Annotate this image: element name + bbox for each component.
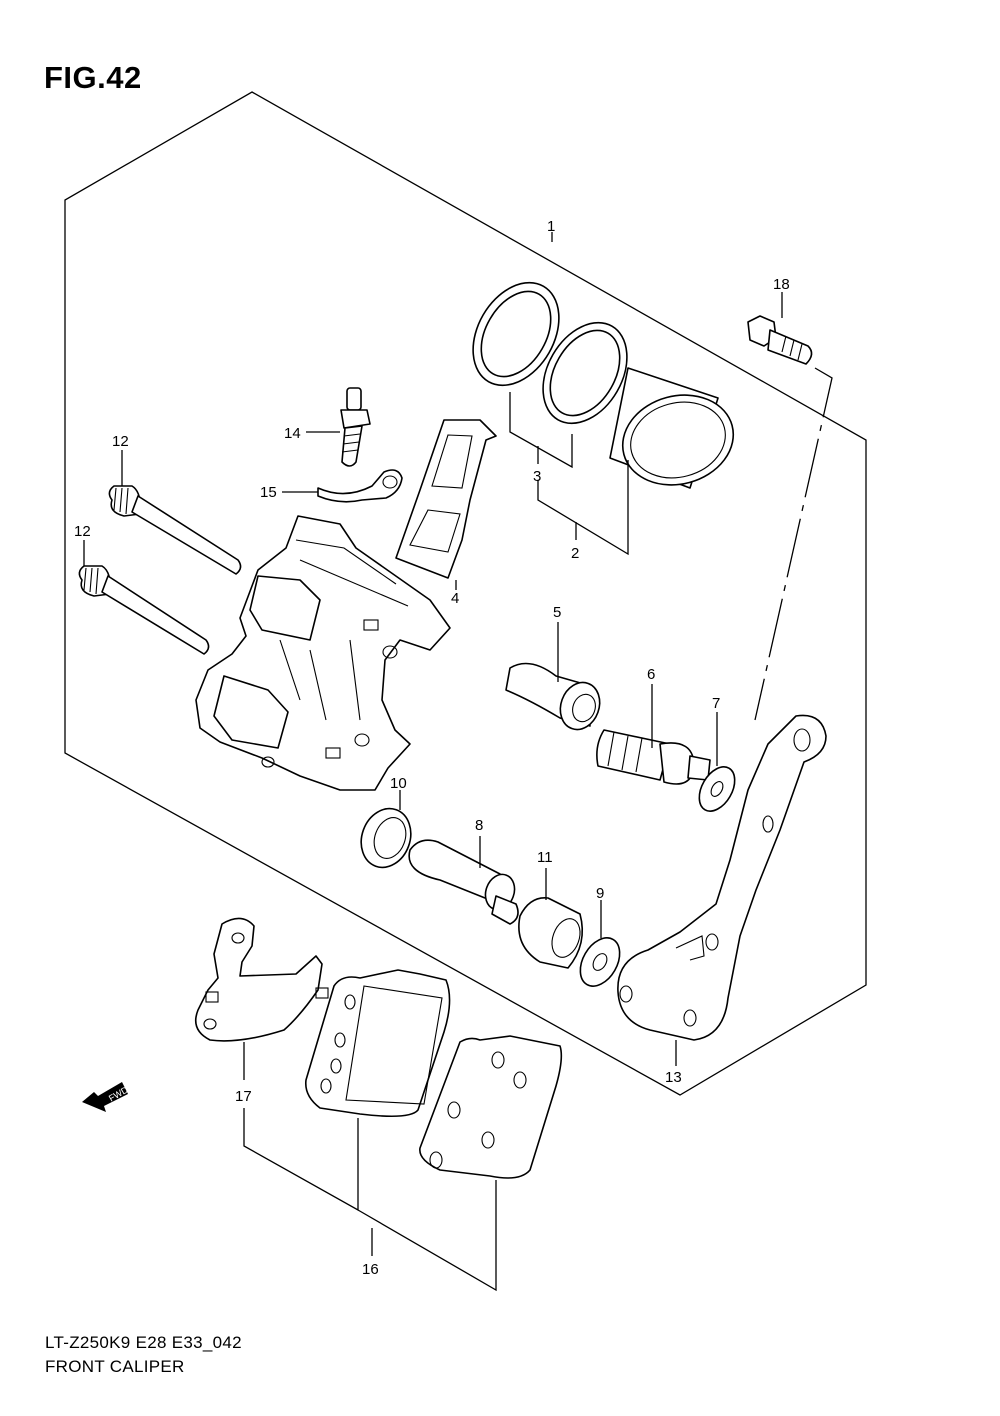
caliper-bracket-part[interactable] xyxy=(617,714,827,1041)
brake-pad-inner-part[interactable] xyxy=(419,1035,563,1179)
sliding-pin-upper-part[interactable] xyxy=(108,485,242,575)
callout-8: 8 xyxy=(475,817,483,834)
piston-seal-part[interactable] xyxy=(456,267,577,400)
sleeve-part[interactable] xyxy=(505,662,606,736)
pad-spring-part[interactable] xyxy=(395,419,497,579)
sliding-pin-lower-part[interactable] xyxy=(78,565,210,655)
leader-18-dashed xyxy=(754,367,833,721)
bleeder-valve-part[interactable] xyxy=(340,387,371,467)
bleeder-cap-part[interactable] xyxy=(317,469,403,503)
fwd-label: FWD xyxy=(107,1084,130,1103)
callout-15: 15 xyxy=(260,484,277,501)
callout-18: 18 xyxy=(773,276,790,293)
callout-9: 9 xyxy=(596,885,604,902)
assembly-boundary xyxy=(64,91,867,1096)
pin-washer-part[interactable] xyxy=(572,931,627,993)
leader-3 xyxy=(509,392,573,469)
callout-12-upper: 12 xyxy=(112,433,129,450)
callout-17: 17 xyxy=(235,1088,252,1105)
callout-10: 10 xyxy=(390,775,407,792)
dust-seal-part[interactable] xyxy=(526,308,644,439)
callout-1: 1 xyxy=(547,218,555,235)
callout-3: 3 xyxy=(533,468,541,485)
callout-4: 4 xyxy=(451,590,459,607)
callout-13: 13 xyxy=(665,1069,682,1086)
callout-14: 14 xyxy=(284,425,301,442)
boot-part[interactable] xyxy=(353,802,419,875)
caliper-pin-bolt-part[interactable] xyxy=(596,729,711,785)
callout-12-lower: 12 xyxy=(74,523,91,540)
forward-direction-arrow-icon: FWD xyxy=(82,1082,130,1112)
callout-6: 6 xyxy=(647,666,655,683)
brake-pad-outer-part[interactable] xyxy=(304,969,451,1118)
washer-part[interactable] xyxy=(692,761,742,818)
leader-17-16 xyxy=(243,1042,497,1292)
callout-11: 11 xyxy=(537,849,553,866)
callout-16: 16 xyxy=(362,1261,379,1278)
callout-2: 2 xyxy=(571,545,579,562)
leader-2 xyxy=(537,460,629,556)
figure-title: FIG.42 xyxy=(44,60,142,95)
caliper-bolt-part[interactable] xyxy=(747,315,813,365)
sliding-pin-part[interactable] xyxy=(408,839,519,925)
piston-part[interactable] xyxy=(609,367,743,497)
caliper-body-part[interactable] xyxy=(195,515,451,791)
section-name: FRONT CALIPER xyxy=(45,1357,185,1376)
callout-5: 5 xyxy=(553,604,561,621)
model-code: LT-Z250K9 E28 E33_042 xyxy=(45,1333,242,1352)
pad-shim-part[interactable] xyxy=(194,917,329,1042)
callout-7: 7 xyxy=(712,695,720,712)
pin-boot-part[interactable] xyxy=(518,897,585,969)
